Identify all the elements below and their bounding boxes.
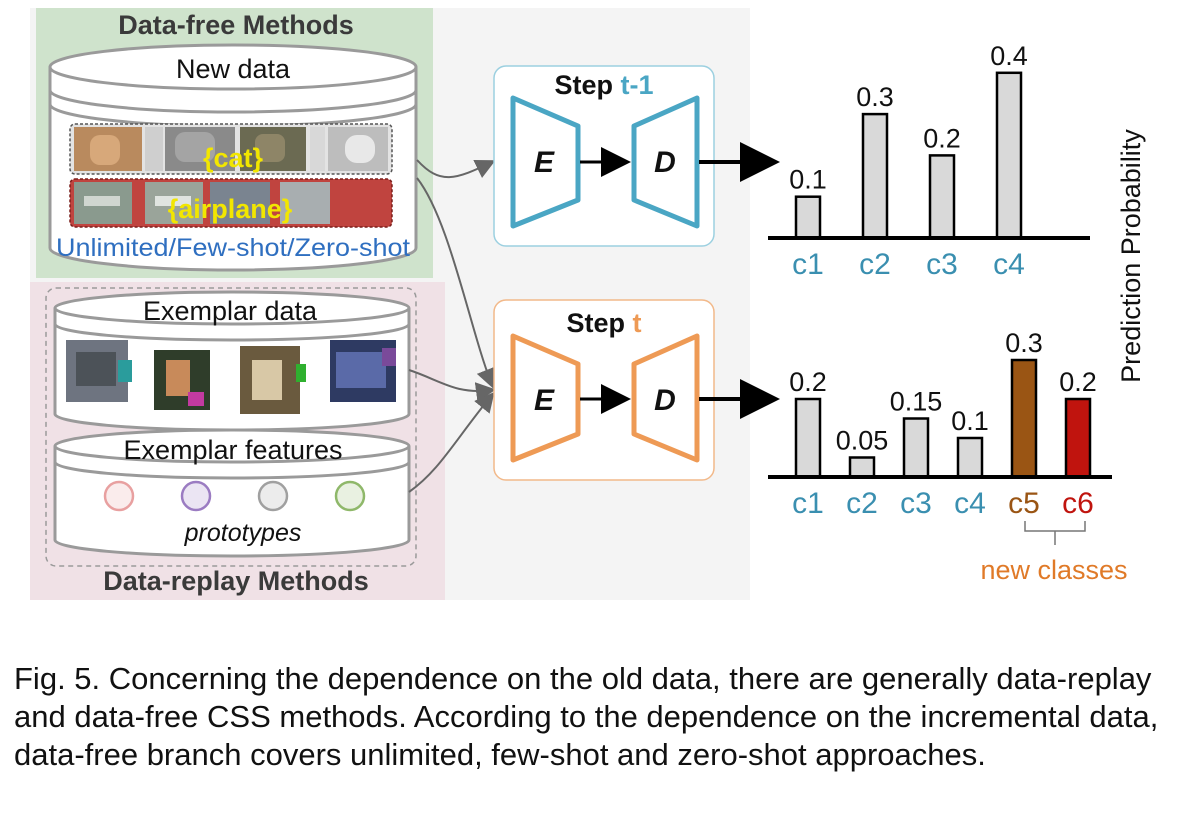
bar-c2 [848, 456, 876, 479]
prototype-circle-pink [103, 480, 135, 512]
step-t-title: Step t [566, 308, 641, 338]
decoder-label: D [654, 146, 676, 179]
bar-value-label: 0.2 [1059, 367, 1097, 397]
bar-c3 [928, 154, 956, 240]
decoder-label: D [654, 384, 676, 417]
connector-exemplar-data-to-step-t [408, 369, 496, 403]
bar-c4 [995, 71, 1023, 240]
data-replay-title: Data-replay Methods [103, 566, 369, 596]
data-replay-dashed-box [45, 287, 417, 567]
figure-canvas: Data-free Methods New data {cat} {airpla… [30, 8, 1146, 600]
bar-value-label: 0.3 [1005, 328, 1043, 358]
new-classes-label: new classes [980, 555, 1127, 585]
decoder-shape [631, 333, 700, 463]
category-label: c1 [792, 487, 824, 520]
exemplar-features-label: Exemplar features [123, 435, 342, 465]
category-label: c2 [846, 487, 878, 520]
y-axis-label: Prediction Probability [1116, 129, 1146, 383]
category-label: c3 [900, 487, 932, 520]
category-label: c1 [792, 248, 824, 281]
chart-step-t-1: 0.1 c1 0.3 c2 0.2 c3 0.4 c4 [768, 41, 1090, 281]
connector-newdata-to-step-t [416, 177, 496, 389]
bar-c1 [794, 397, 822, 479]
cat-tag: {cat} [203, 143, 264, 173]
data-free-title: Data-free Methods [118, 10, 354, 40]
airplane-image-strip [69, 178, 393, 228]
bar-value-label: 0.4 [990, 41, 1028, 71]
model-step-t-1: Step t-1 E D [493, 65, 715, 247]
bar-value-label: 0.3 [856, 82, 894, 112]
category-label: c4 [954, 487, 986, 520]
airplane-tag: {airplane} [168, 194, 293, 224]
category-label: c5 [1008, 487, 1040, 520]
bar-c3 [902, 417, 930, 479]
category-label: c4 [993, 248, 1025, 281]
connector-exemplar-features-to-step-t [408, 391, 495, 493]
bar-value-label: 0.1 [789, 165, 827, 195]
new-classes-bracket [1024, 521, 1086, 545]
chart-step-t: 0.2 c1 0.05 c2 0.15 c3 0.1 c4 0.3 c5 0.2 c6 [768, 328, 1112, 520]
category-label: c6 [1062, 487, 1094, 520]
exemplar-data-database [53, 290, 411, 432]
bar-c5 [1010, 358, 1038, 479]
prototype-circle-green [334, 480, 366, 512]
exemplar-data-label: Exemplar data [143, 296, 318, 326]
new-data-label: New data [176, 54, 291, 84]
bar-c2 [861, 112, 889, 240]
bar-value-label: 0.2 [789, 367, 827, 397]
prototype-circle-purple [180, 480, 212, 512]
bar-value-label: 0.2 [923, 123, 961, 153]
encoder-label: E [534, 146, 555, 179]
bar-c1 [794, 195, 822, 240]
step-t-1-title: Step t-1 [554, 70, 653, 100]
exemplar-thumbnails [66, 340, 396, 414]
prototype-circle-gray [257, 480, 289, 512]
connector-newdata-to-step-t-1 [416, 159, 496, 179]
bar-value-label: 0.05 [836, 426, 889, 456]
data-free-settings: Unlimited/Few-shot/Zero-shot [56, 234, 410, 262]
cat-image-strip [69, 123, 393, 175]
model-step-t: Step t E D [493, 299, 715, 481]
encoder-shape [510, 95, 581, 229]
decoder-shape [631, 95, 700, 229]
bar-c4 [956, 436, 984, 479]
encoder-shape [510, 333, 581, 463]
bar-value-label: 0.1 [951, 406, 989, 436]
bar-c6 [1064, 397, 1092, 479]
category-label: c3 [926, 248, 958, 281]
exemplar-features-database [53, 428, 411, 558]
prototypes-label: prototypes [184, 519, 302, 547]
encoder-label: E [534, 384, 555, 417]
bar-value-label: 0.15 [890, 387, 943, 417]
figure-caption: Fig. 5. Concerning the dependence on the… [14, 661, 1159, 772]
category-label: c2 [859, 248, 891, 281]
